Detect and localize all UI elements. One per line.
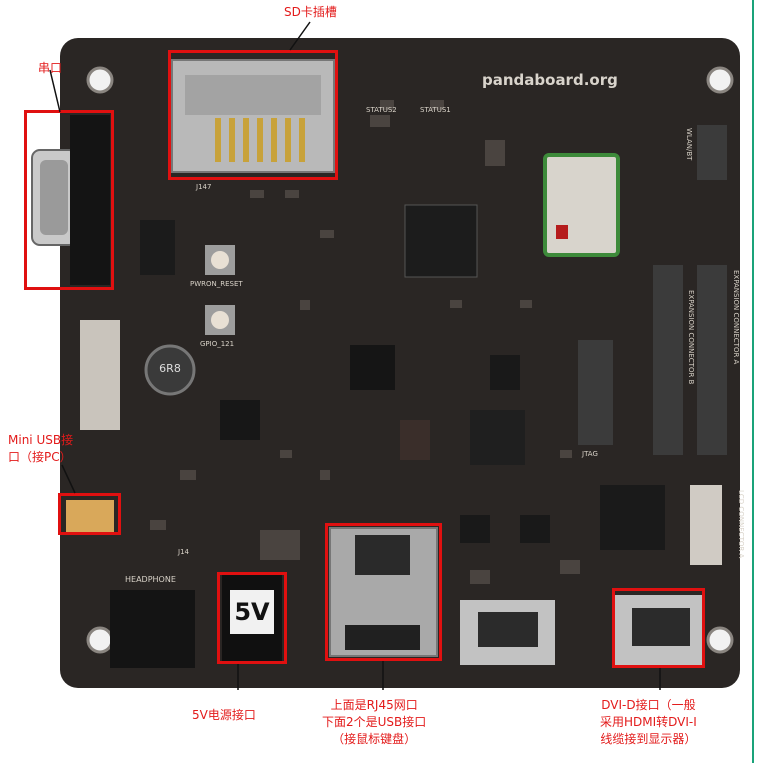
highlight-sd-slot: [168, 50, 338, 180]
status2-label: STATUS2: [366, 106, 397, 114]
mounting-hole: [706, 66, 734, 94]
ic-chip: [460, 515, 490, 543]
soc-chip: [404, 204, 478, 278]
wifi-module-logo: [556, 225, 568, 239]
dvi-hdmi-socket: [632, 608, 690, 646]
pwron-reset-label: PWRON_RESET: [190, 280, 243, 288]
highlight-dvi: [612, 588, 705, 668]
wifi-module: [543, 153, 620, 257]
hdmi-socket: [478, 612, 538, 647]
ic-chip: [520, 515, 550, 543]
lcd-connector: [690, 485, 722, 565]
expansion-header-a: [697, 265, 727, 455]
headphone-jack: [110, 590, 195, 668]
inductor-label: 6R8: [159, 362, 181, 375]
ic-chip: [140, 220, 175, 275]
sd-slot-top: [185, 75, 321, 115]
highlight-power-jack: [217, 572, 287, 664]
reset-button-cap: [211, 251, 229, 269]
expansion-b-label: EXPANSION CONNECTOR B: [687, 290, 695, 385]
sd-slot-pins: [215, 118, 305, 162]
wlan-header: [697, 125, 727, 180]
dvi-annotation-line1: DVI-D接口（一般: [601, 698, 696, 712]
status1-label: STATUS1: [420, 106, 451, 114]
ic-chip: [400, 420, 430, 460]
dvi-annotation: DVI-D接口（一般 采用HDMI转DVI-I 线缆接到显示器）: [600, 697, 697, 748]
right-edge-line: [752, 0, 754, 763]
inductor: [144, 344, 196, 396]
mounting-hole: [706, 626, 734, 654]
mini-usb-annotation-line2: 口（接PC）: [8, 450, 72, 464]
sd-slot-annotation: SD卡插槽: [284, 5, 337, 19]
ic-chip: [490, 355, 520, 390]
jtag-header: [578, 340, 613, 445]
ic-chip: [220, 400, 260, 440]
board-logo-text: pandaboard.org: [482, 71, 618, 89]
highlight-mini-usb: [58, 493, 121, 535]
rj45-usb-annotation: 上面是RJ45网口 下面2个是USB接口 （接鼠标键盘）: [322, 697, 426, 748]
jtag-label: JTAG: [582, 450, 598, 458]
highlight-rj45-usb: [325, 523, 442, 661]
gpio-label: GPIO_121: [200, 340, 235, 348]
dvi-annotation-line2: 采用HDMI转DVI-I: [600, 715, 697, 729]
ic-chip: [470, 410, 525, 465]
mounting-hole: [86, 626, 114, 654]
ic-chip: [600, 485, 665, 550]
j14-label: J14: [178, 548, 189, 556]
power-label: 5V: [234, 598, 270, 626]
rj45-annotation-line2: 下面2个是USB接口: [322, 715, 427, 729]
j147-label: J147: [196, 183, 212, 191]
dvi-annotation-line3: 线缆接到显示器）: [600, 732, 697, 746]
mini-usb-annotation-line1: Mini USB接: [8, 433, 74, 447]
mini-usb-port: [66, 500, 114, 532]
serial-port-annotation: 串口: [38, 61, 63, 75]
ic-chip: [350, 345, 395, 390]
headphone-label: HEADPHONE: [125, 575, 176, 584]
usb-socket: [345, 625, 420, 650]
expansion-header-b: [653, 265, 683, 455]
rj45-annotation-line1: 上面是RJ45网口: [330, 698, 418, 712]
serial-connector-body: [70, 115, 110, 285]
gpio-button-cap: [211, 311, 229, 329]
serial-connector-face: [40, 160, 68, 235]
wlan-bt-label: WLAN/BT: [685, 128, 693, 161]
smd-components: [150, 100, 580, 584]
side-header: [80, 320, 120, 430]
lcd-connector-label: LCD CONNECTOR A: [737, 490, 745, 559]
rj45-annotation-line3: （接鼠标键盘）: [332, 732, 417, 746]
rj45-socket: [355, 535, 410, 575]
highlight-serial-port: [24, 110, 114, 290]
mini-usb-annotation: Mini USB接 口（接PC）: [8, 432, 73, 466]
power-annotation: 5V电源接口: [192, 708, 256, 722]
mounting-hole: [86, 66, 114, 94]
expansion-a-label: EXPANSION CONNECTOR A: [732, 270, 740, 365]
power-label-plate: [230, 590, 274, 634]
